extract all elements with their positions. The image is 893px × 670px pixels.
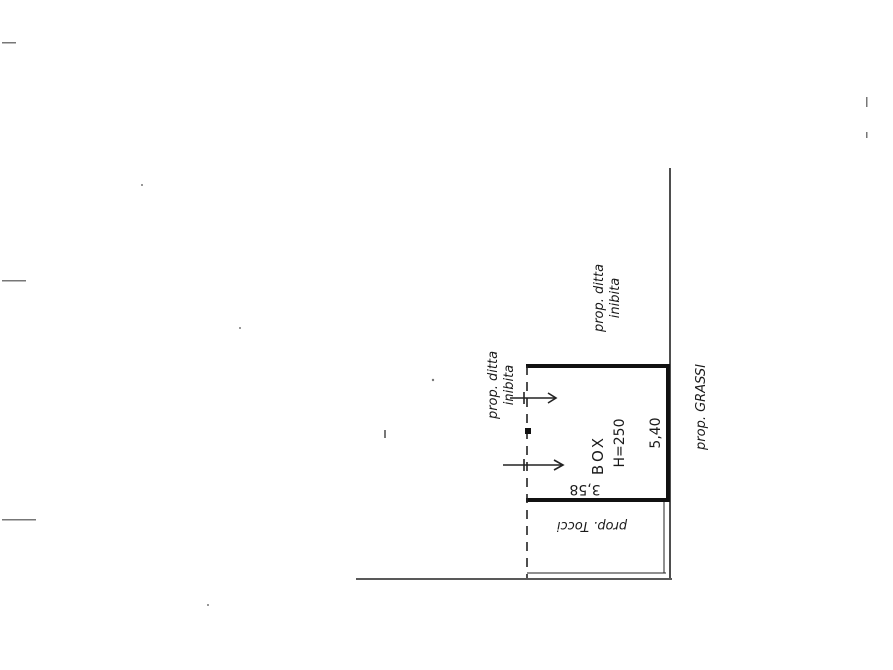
label-dim-width: 3,58 [569,481,600,497]
label-prop-right: prop. GRASSI [694,364,709,451]
label-box-title: BOX [589,435,607,475]
pivot-dot [525,428,531,434]
label-prop-left-line2: inibita [502,365,517,405]
scan-specks [2,42,868,606]
label-box-height: H=250 [612,419,628,468]
entry-arrows [503,392,565,471]
label-prop-left-line1: prop. ditta [486,351,501,420]
label-prop-bottom: prop. Tocci [556,518,628,533]
label-prop-top-line2: inibita [608,278,623,318]
label-dim-length: 5,40 [648,417,664,448]
garage-box [526,364,670,578]
label-prop-top-line1: prop. ditta [592,264,607,333]
